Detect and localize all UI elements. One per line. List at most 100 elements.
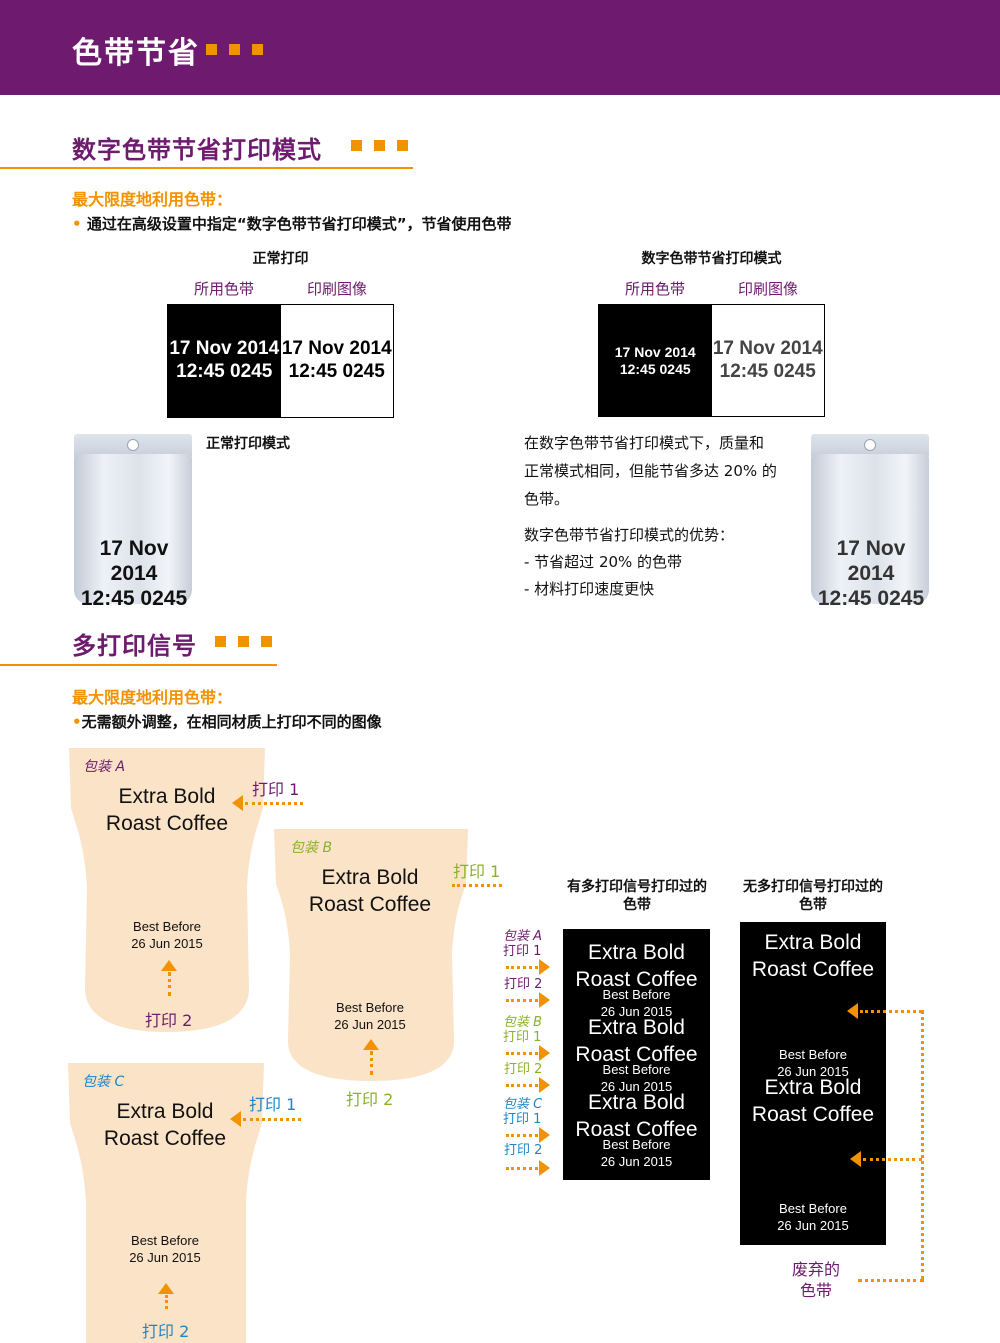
arrow-right <box>539 1127 550 1143</box>
print-2-label: 打印 2 <box>142 1322 190 1341</box>
signal-label-c2: 打印 2 <box>504 1143 543 1158</box>
normal-mode-label: 正常打印模式 <box>206 436 290 452</box>
decor-square <box>351 140 362 151</box>
decor-square <box>215 636 226 647</box>
bullet-text: •无需额外调整，在相同材质上打印不同的图像 <box>72 711 382 732</box>
arrow-right <box>539 959 550 975</box>
bullet-dot: • <box>72 713 82 731</box>
print-2-label: 打印 2 <box>346 1090 394 1109</box>
dotted-line <box>168 972 171 996</box>
dotted-line <box>860 1010 922 1013</box>
print-1-label: 打印 1 <box>249 1095 297 1114</box>
section-title-multi-print: 多打印信号 <box>72 632 197 660</box>
bullet-text: • 通过在高级设置中指定“数字色带节省打印模式”，节省使用色带 <box>72 213 512 234</box>
waste-ribbon-label: 废弃的色带 <box>791 1260 840 1300</box>
subheading: 最大限度地利用色带： <box>72 688 233 707</box>
decor-square <box>206 44 217 55</box>
dotted-line <box>165 1295 168 1309</box>
bag-b-name: 包装 B <box>290 840 333 856</box>
ribbon-without-signal-title: 无多打印信号打印过的色带 <box>743 879 883 913</box>
ribbon-without-signal: Extra Bold Roast Coffee Best Before 26 J… <box>740 922 886 1245</box>
dotted-line <box>452 884 502 887</box>
label-ribbon-used: 所用色带 <box>624 280 685 298</box>
dotted-line <box>858 1279 924 1282</box>
section-rule <box>0 167 413 169</box>
hang-hole <box>864 439 876 451</box>
arrow-left <box>232 795 243 811</box>
dotted-line <box>506 1052 538 1055</box>
arrow-up <box>363 1039 379 1050</box>
decor-square <box>229 44 240 55</box>
print-2-label: 打印 2 <box>145 1011 193 1030</box>
signal-label-a: 包装 A 打印 1 <box>503 929 543 959</box>
signal-label-a2: 打印 2 <box>504 977 543 992</box>
ribbon-with-signal-title: 有多打印信号打印过的色带 <box>567 879 707 913</box>
save-mode-description: 在数字色带节省打印模式下，质量和 正常模式相同，但能节省多达 20% 的 色带。 <box>524 434 777 508</box>
dotted-line <box>506 966 538 969</box>
arrow-right <box>539 1077 550 1093</box>
dotted-line <box>863 1158 922 1161</box>
arrow-right <box>539 1045 550 1061</box>
decor-square <box>397 140 408 151</box>
arrow-left <box>847 1003 858 1019</box>
header-bar <box>0 0 1000 95</box>
bullet-dot: • <box>72 215 82 233</box>
decor-square <box>238 636 249 647</box>
label-ribbon-used: 所用色带 <box>193 280 254 298</box>
subheading: 最大限度地利用色带： <box>72 190 233 209</box>
save-mode-advantages: 数字色带节省打印模式的优势： - 节省超过 20% 的色带 - 材料打印速度更快 <box>524 526 735 598</box>
dotted-line <box>506 1134 538 1137</box>
dotted-line <box>921 1010 924 1280</box>
bullet-label: 无需额外调整，在相同材质上打印不同的图像 <box>81 713 382 731</box>
dotted-line <box>506 1167 538 1170</box>
page-title: 色带节省 <box>72 36 200 71</box>
decor-square <box>374 140 385 151</box>
decor-square <box>252 44 263 55</box>
hang-hole <box>127 439 139 451</box>
arrow-left <box>850 1151 861 1167</box>
print-1-label: 打印 1 <box>252 780 300 799</box>
print-1-label: 打印 1 <box>453 862 501 881</box>
decor-square <box>261 636 272 647</box>
label-print-image: 印刷图像 <box>306 280 367 298</box>
signal-label-b: 包装 B 打印 1 <box>503 1015 543 1045</box>
arrow-up <box>161 960 177 971</box>
signal-label-c: 包装 C 打印 1 <box>503 1097 543 1127</box>
arrow-right <box>539 992 550 1008</box>
dotted-line <box>506 1084 538 1087</box>
signal-label-b2: 打印 2 <box>504 1062 543 1077</box>
bag-a-name: 包装 A <box>83 759 126 775</box>
label-print-image: 印刷图像 <box>737 280 798 298</box>
dotted-line <box>506 999 538 1002</box>
save-print-caption: 数字色带节省打印模式 <box>641 251 782 267</box>
arrow-left <box>230 1111 241 1127</box>
dotted-line <box>370 1051 373 1075</box>
section-rule <box>0 664 277 666</box>
bullet-label: 通过在高级设置中指定“数字色带节省打印模式”，节省使用色带 <box>86 215 512 233</box>
ribbon-with-signal: Extra Bold Roast Coffee Best Before 26 J… <box>563 929 710 1180</box>
dotted-line <box>243 1118 301 1121</box>
bag-c-name: 包装 C <box>82 1074 125 1090</box>
arrow-right <box>539 1160 550 1176</box>
dotted-line <box>245 802 303 805</box>
arrow-up <box>158 1283 174 1294</box>
normal-print-caption: 正常打印 <box>252 251 309 267</box>
